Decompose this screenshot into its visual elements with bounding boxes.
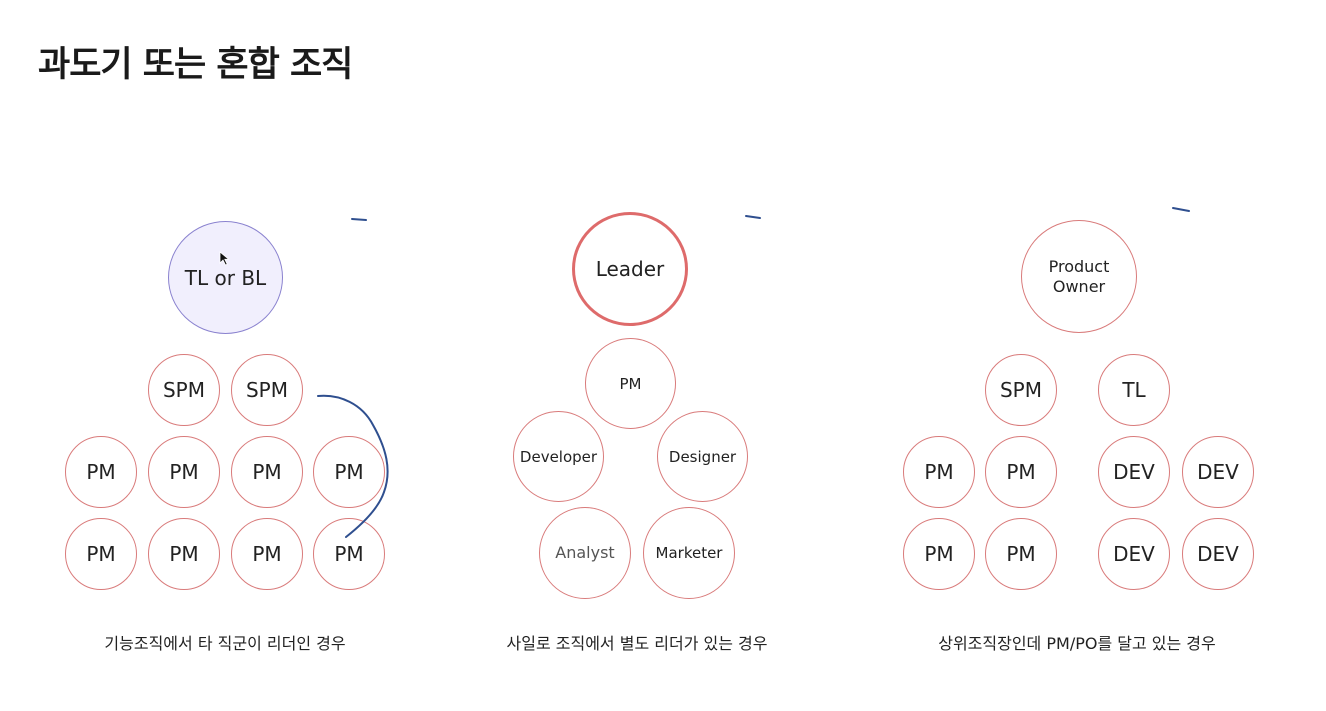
node-product-owner: Product Owner bbox=[1021, 220, 1137, 333]
node-tl-or-bl: TL or BL bbox=[168, 221, 283, 334]
node-analyst: Analyst bbox=[539, 507, 631, 599]
node-dev: DEV bbox=[1182, 436, 1254, 508]
node-pm: PM bbox=[231, 436, 303, 508]
caption-functional: 기능조직에서 타 직군이 리더인 경우 bbox=[104, 634, 346, 653]
node-pm: PM bbox=[65, 518, 137, 590]
node-product-owner-line2: Owner bbox=[1052, 276, 1106, 296]
node-pm: PM bbox=[903, 436, 975, 508]
node-pm: PM bbox=[148, 518, 220, 590]
node-product-owner-line1: Product bbox=[1048, 257, 1110, 277]
node-pm: PM bbox=[65, 436, 137, 508]
node-designer: Designer bbox=[657, 411, 748, 502]
node-pm: PM bbox=[585, 338, 676, 429]
page-title: 과도기 또는 혼합 조직 bbox=[38, 45, 353, 85]
node-dev: DEV bbox=[1098, 518, 1170, 590]
node-dev: DEV bbox=[1098, 436, 1170, 508]
node-pm: PM bbox=[903, 518, 975, 590]
node-pm: PM bbox=[313, 436, 385, 508]
node-pm: PM bbox=[985, 436, 1057, 508]
node-pm: PM bbox=[313, 518, 385, 590]
caption-silo: 사일로 조직에서 별도 리더가 있는 경우 bbox=[506, 634, 768, 653]
node-pm: PM bbox=[148, 436, 220, 508]
caption-product-owner: 상위조직장인데 PM/PO를 달고 있는 경우 bbox=[938, 634, 1216, 653]
node-spm: SPM bbox=[148, 354, 220, 426]
node-marketer: Marketer bbox=[643, 507, 735, 599]
ink-dash bbox=[351, 218, 367, 221]
node-leader: Leader bbox=[572, 212, 688, 326]
node-spm: SPM bbox=[985, 354, 1057, 426]
node-tl: TL bbox=[1098, 354, 1170, 426]
ink-dash bbox=[1172, 207, 1190, 212]
node-pm: PM bbox=[231, 518, 303, 590]
ink-dash bbox=[745, 215, 761, 219]
node-dev: DEV bbox=[1182, 518, 1254, 590]
node-developer: Developer bbox=[513, 411, 604, 502]
node-pm: PM bbox=[985, 518, 1057, 590]
node-spm: SPM bbox=[231, 354, 303, 426]
